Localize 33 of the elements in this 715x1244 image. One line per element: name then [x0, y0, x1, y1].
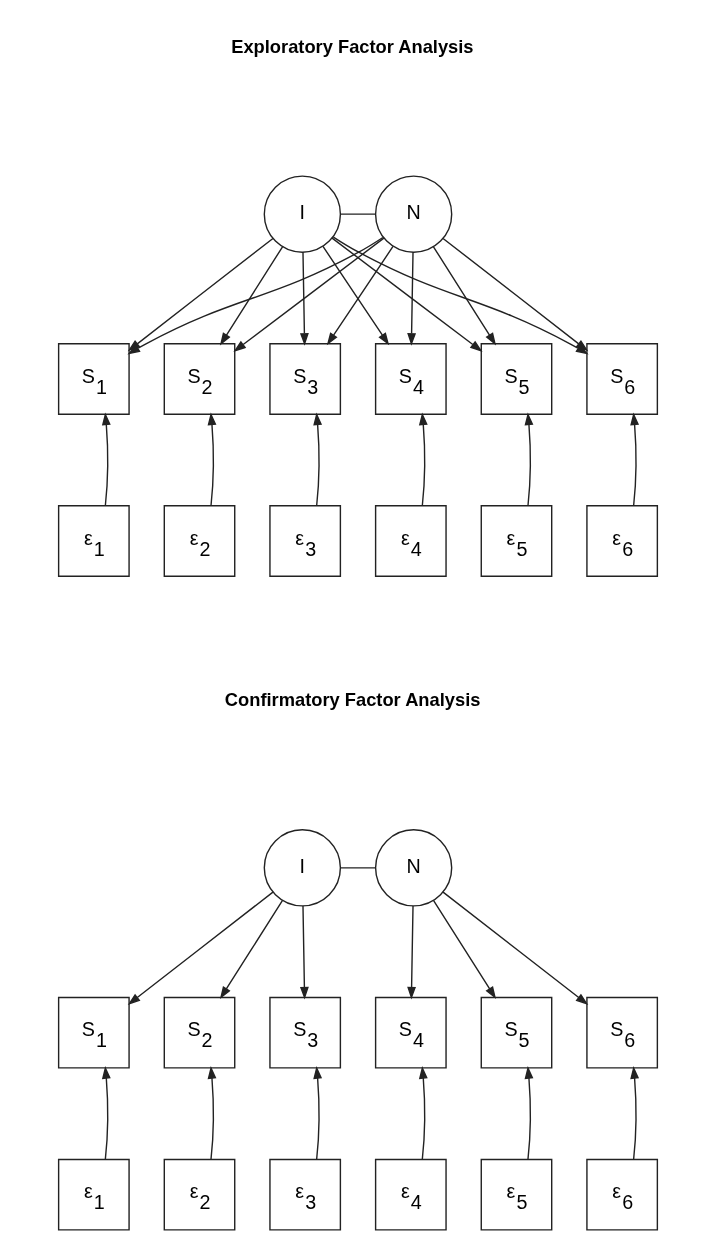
- arrow: [101, 1066, 111, 1160]
- arrow: [432, 246, 496, 346]
- arrow: [207, 1066, 216, 1160]
- label: Exploratory Factor Analysis: [230, 35, 474, 57]
- arrow: [232, 237, 385, 352]
- connector: [339, 213, 376, 215]
- node-circle: I: [263, 175, 341, 253]
- arrow: [219, 899, 283, 1000]
- arrow: [312, 1066, 322, 1160]
- arrow: [312, 412, 322, 507]
- arrow: [629, 412, 639, 507]
- arrow: [127, 891, 274, 1005]
- arrow: [441, 891, 588, 1005]
- node-circle: N: [374, 829, 452, 907]
- arrow: [524, 412, 533, 507]
- arrow: [432, 899, 496, 1000]
- arrow: [629, 1066, 639, 1160]
- arrow: [299, 905, 309, 1000]
- arrow: [101, 412, 111, 507]
- arrow: [207, 412, 216, 507]
- arrow: [524, 1066, 533, 1160]
- connector: [339, 867, 376, 869]
- node-circle: N: [374, 175, 452, 253]
- arrow: [330, 237, 483, 352]
- arrow: [219, 246, 283, 346]
- label: Confirmatory Factor Analysis: [224, 689, 480, 711]
- arrow: [441, 237, 588, 352]
- node-circle: I: [263, 829, 341, 907]
- arrow: [406, 251, 416, 346]
- arrow: [299, 251, 309, 346]
- arrow: [418, 1066, 428, 1160]
- arrow: [418, 412, 428, 507]
- arrow: [406, 905, 416, 1000]
